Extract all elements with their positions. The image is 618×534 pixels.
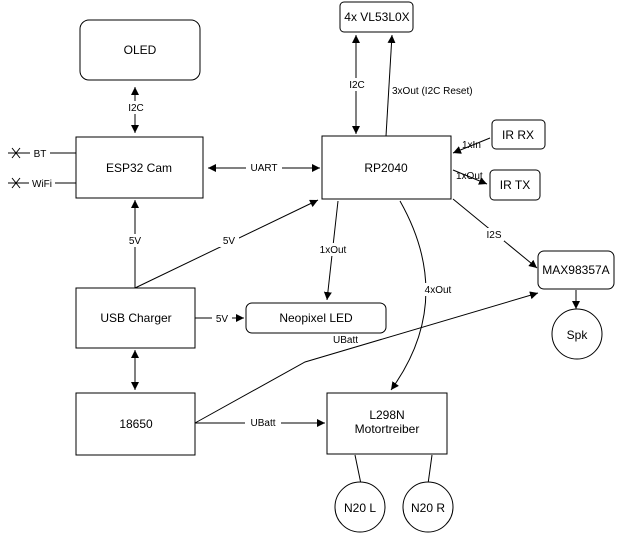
max98357-block: MAX98357A — [537, 250, 615, 290]
i2c-vl53-label: I2C — [349, 80, 365, 91]
neopixel-5v-label: 5V — [216, 314, 229, 325]
motor-out-label: 4xOut — [425, 285, 452, 296]
edge-labels: BT WiFi I2C UART 5V 5V 5V I2C 3xOut (I2C… — [29, 78, 504, 429]
ubatt-amp-label: UBatt — [333, 335, 358, 346]
l298n-label-line2: Motortreiber — [355, 422, 420, 436]
neopixel-block: Neopixel LED — [245, 302, 387, 334]
motor-left-label: N20 L — [344, 501, 376, 515]
wire-rp2040-l298n — [390, 200, 427, 391]
l298n-label-line1: L298N — [369, 408, 404, 422]
vl53-label: 4x VL53L0X — [344, 10, 409, 24]
ir-tx-block: IR TX — [489, 169, 541, 201]
esp32-label: ESP32 Cam — [106, 161, 172, 175]
speaker-label: Spk — [567, 328, 589, 342]
wifi-cross-icon — [11, 177, 21, 189]
ir-rx-label: IR RX — [502, 128, 534, 142]
wire-battery-amp — [194, 291, 539, 424]
usb-charger-label: USB Charger — [100, 311, 171, 325]
vl53-out-label: 3xOut (I2C Reset) — [392, 86, 473, 97]
esp32-block: ESP32 Cam — [75, 136, 204, 199]
i2c-oled-label: I2C — [128, 103, 144, 114]
neopixel-label: Neopixel LED — [279, 311, 353, 325]
ubatt-l298n-label: UBatt — [250, 418, 275, 429]
bt-cross-icon — [11, 147, 21, 159]
motor-left-block: N20 L — [334, 481, 386, 533]
neopixel-out-label: 1xOut — [320, 245, 347, 256]
wire-l298n-motor-right — [427, 454, 433, 485]
usb-charger-block: USB Charger — [75, 287, 196, 349]
vl53-block: 4x VL53L0X — [339, 1, 414, 33]
wire-ir-rx — [452, 137, 491, 154]
wire-l298n-motor-left — [354, 454, 362, 485]
charger-esp32-5v-label: 5V — [129, 236, 142, 247]
ir-out-label: 1xOut — [456, 171, 483, 182]
battery-block: 18650 — [75, 392, 196, 456]
ir-in-label: 1xIn — [462, 140, 481, 151]
max98357-label: MAX98357A — [542, 263, 609, 277]
oled-label: OLED — [124, 43, 157, 57]
rp2040-block: RP2040 — [321, 135, 452, 200]
wire-out-vl53 — [385, 34, 396, 137]
charger-rp2040-5v-label: 5V — [223, 236, 236, 247]
battery-label: 18650 — [119, 417, 153, 431]
speaker-block: Spk — [551, 308, 603, 360]
i2s-label: I2S — [486, 230, 501, 241]
l298n-block: L298N Motortreiber — [326, 392, 448, 455]
bt-label: BT — [34, 149, 47, 160]
motor-right-block: N20 R — [402, 481, 454, 533]
uart-label: UART — [250, 163, 277, 174]
ir-rx-block: IR RX — [491, 119, 546, 150]
rp2040-label: RP2040 — [364, 161, 408, 175]
motor-right-label: N20 R — [411, 501, 445, 515]
wire-ir-tx — [452, 169, 488, 185]
wifi-label: WiFi — [32, 179, 52, 190]
oled-block: OLED — [79, 19, 201, 81]
ir-tx-label: IR TX — [500, 178, 530, 192]
